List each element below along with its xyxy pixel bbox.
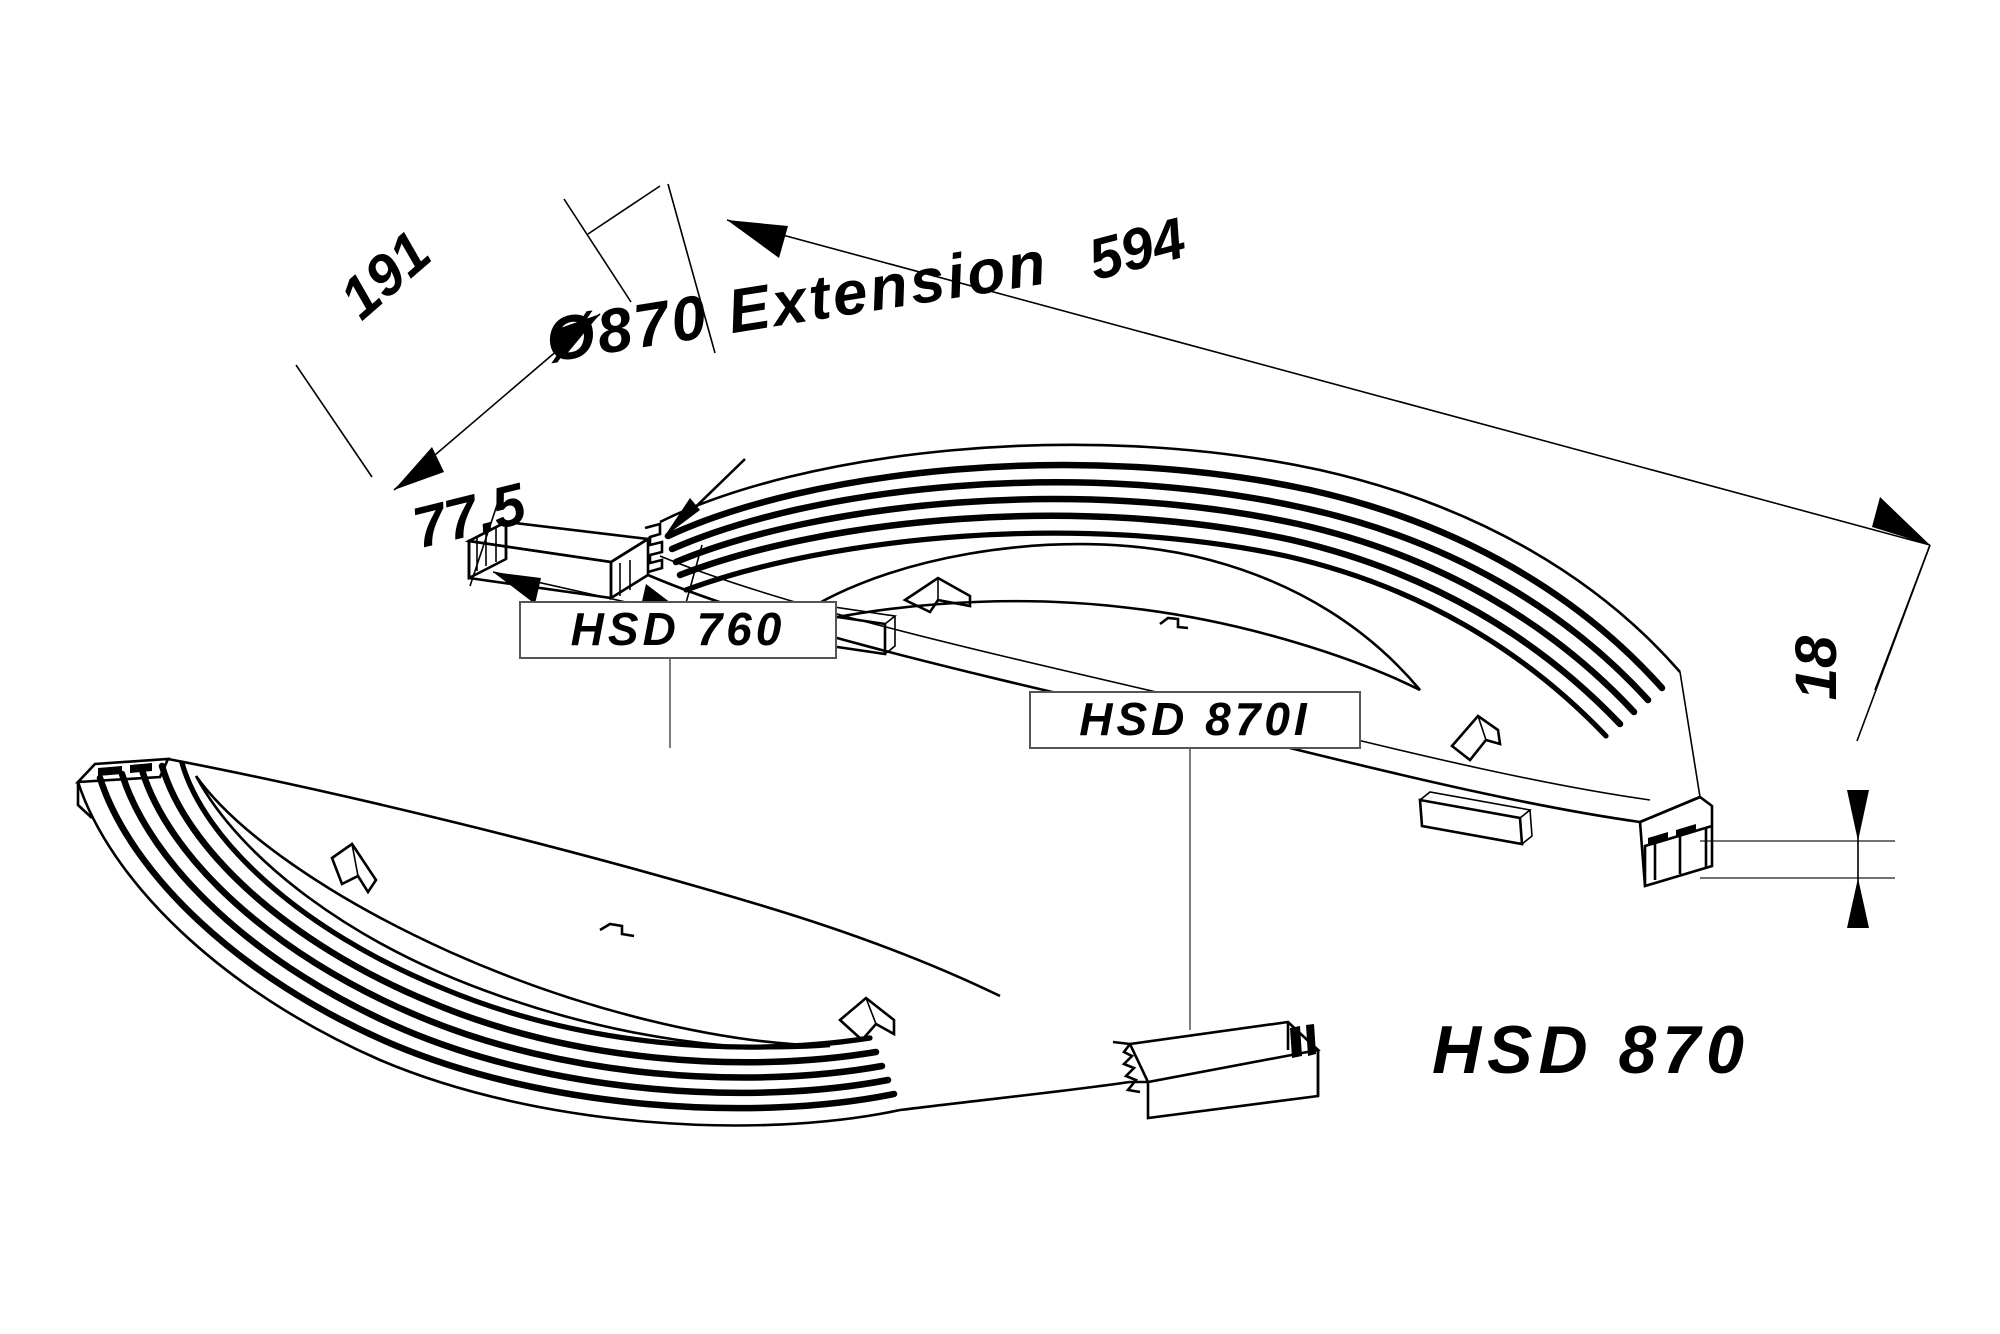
- hsd760-callout-box: [519, 601, 837, 659]
- upper-curve-bottom-edge-inner: [659, 555, 1651, 801]
- lower-left-endcap: [74, 757, 171, 819]
- extension-note-label: Ø870 Extension: [541, 228, 1053, 375]
- dimension-profile-height: [1700, 790, 1895, 928]
- hsd760-callout-text: HSD 760: [571, 603, 786, 655]
- hsd870i-callout-text: HSD 870I: [1079, 693, 1310, 745]
- upper-leg-side-face: [467, 539, 613, 600]
- lower-notch: [599, 922, 635, 938]
- upper-leg-end-face: [609, 536, 650, 601]
- upper-slot-right: [1418, 791, 1533, 846]
- lower-gusset-right: [838, 996, 896, 1042]
- lower-gusset-left: [330, 842, 378, 895]
- hsd870i-callout-box: [1029, 691, 1361, 749]
- hsd870i-callout[interactable]: HSD 870I: [1029, 691, 1361, 749]
- lower-inner-cavity: [194, 775, 831, 1050]
- hsd760-callout[interactable]: HSD 760: [519, 601, 837, 659]
- dimension-value-18: 18: [1784, 635, 1849, 700]
- dimension-value-191: 191: [327, 219, 443, 332]
- upper-rib-1: [664, 461, 1666, 692]
- upper-notch: [1159, 616, 1189, 630]
- upper-gusset-right: [1450, 714, 1502, 762]
- upper-inner-cavity: [779, 542, 1421, 692]
- upper-rib-5: [683, 530, 1609, 739]
- upper-gusset-left: [902, 576, 972, 614]
- upper-curve-top-outline: [659, 443, 1681, 673]
- lower-curve-top-edge: [167, 757, 1001, 998]
- upper-joint-teeth: [644, 522, 664, 574]
- lower-joint-teeth: [1112, 1040, 1141, 1094]
- lower-rib-2: [118, 770, 892, 1097]
- upper-rib-2: [668, 479, 1652, 704]
- upper-rib-3: [672, 495, 1638, 716]
- dimension-overall-length: [667, 183, 1931, 742]
- lower-curve-outer-bottom: [76, 781, 901, 1127]
- lower-rib-4: [158, 762, 880, 1066]
- upper-assembly: [464, 443, 1714, 888]
- upper-right-endcap: [1638, 671, 1714, 888]
- lower-bottom-continuation: [899, 1080, 1148, 1112]
- lower-rib-1: [96, 774, 898, 1112]
- dimension-value-594: 594: [1082, 205, 1192, 293]
- upper-rib-4: [676, 512, 1624, 728]
- dimension-leg-length: [295, 185, 661, 491]
- lower-right-leg: [1128, 1020, 1321, 1120]
- hsd870-part-title: HSD 870: [1432, 1012, 1750, 1088]
- lower-rib-3: [138, 766, 886, 1081]
- leader-extension-note: [664, 458, 746, 537]
- lower-assembly: [74, 757, 1321, 1127]
